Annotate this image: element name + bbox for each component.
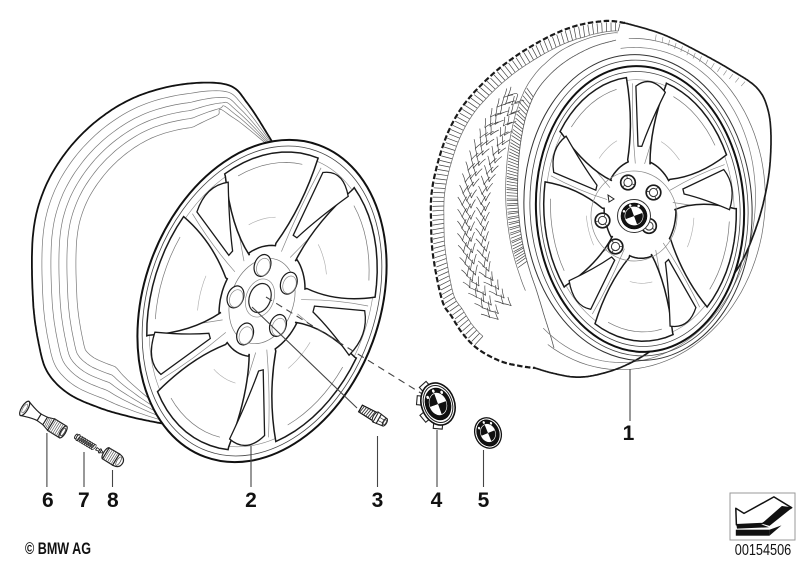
svg-text:00154506: 00154506 [735,542,792,559]
svg-text:5: 5 [478,489,490,512]
svg-text:7: 7 [78,489,90,512]
svg-text:6: 6 [42,489,54,512]
svg-text:8: 8 [107,489,119,512]
svg-text:© BMW AG: © BMW AG [25,539,91,558]
svg-text:4: 4 [431,489,443,512]
svg-text:2: 2 [245,489,257,512]
svg-text:1: 1 [623,422,635,445]
svg-text:3: 3 [372,489,384,512]
